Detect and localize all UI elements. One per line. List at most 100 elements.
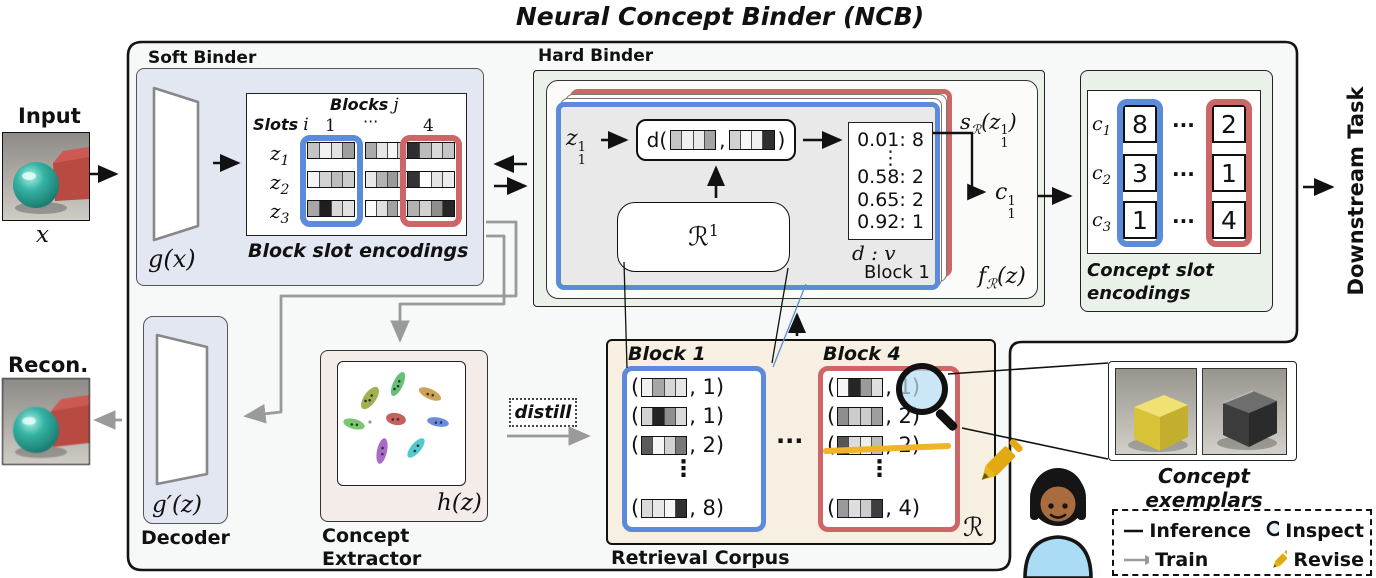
c-row-label: c1 xyxy=(1092,113,1112,139)
extractor-label: Concept Extractor xyxy=(322,525,422,570)
page-title: Neural Concept Binder (NCB) xyxy=(515,2,925,31)
grid-strip xyxy=(307,200,355,217)
corpus-entry: (, 1) xyxy=(631,375,725,399)
blocks-word: Blocks xyxy=(330,95,389,114)
legend-box: Inference Inspect Train Revise xyxy=(1112,509,1372,576)
concept-exemplars-caption: Concept exemplars xyxy=(1145,464,1263,512)
score-line: 0.01: 8 xyxy=(857,128,924,151)
exemplar-gray-cube xyxy=(1202,368,1287,455)
inspect-magnifier-icon xyxy=(1266,520,1280,536)
c-row-label: c3 xyxy=(1092,209,1112,235)
legend-revise-label: Revise xyxy=(1293,548,1364,571)
grid-row-label: z1 xyxy=(270,141,290,169)
magnifier-lens xyxy=(896,363,948,415)
extractor-plot xyxy=(337,361,466,486)
inspect-magnifier xyxy=(896,363,966,435)
inference-arrow-icon xyxy=(1124,529,1144,532)
grid-strip xyxy=(407,200,455,217)
corpus-block1-label: Block 1 xyxy=(628,343,706,365)
concept-value: 1 xyxy=(1123,201,1157,239)
d-comma: , xyxy=(719,128,726,152)
face xyxy=(1037,483,1079,525)
decoder-trapezoid xyxy=(155,333,209,486)
d-strip-prototype xyxy=(728,130,775,150)
legend-row-1: Inference Inspect xyxy=(1122,519,1364,543)
grid-col-4: 4 xyxy=(423,116,434,136)
decoder-var: g′(z) xyxy=(152,492,203,518)
concept-value: 8 xyxy=(1123,105,1157,143)
distance-function-box: d( , ) xyxy=(636,119,796,161)
slots-var: i xyxy=(303,115,309,135)
corpus-entry: (, 2) xyxy=(631,433,725,457)
c-row-label: c2 xyxy=(1092,162,1112,188)
concept-dots: ··· xyxy=(1172,209,1195,233)
score-list-box: 0.01: 8 ⋮ 0.58: 2 0.65: 2 0.92: 1 xyxy=(848,122,933,240)
grid-strip xyxy=(307,142,355,159)
grid-strip xyxy=(407,171,455,188)
eye xyxy=(1048,503,1054,509)
decoder-label: Decoder xyxy=(141,527,230,549)
teal-sphere xyxy=(13,162,59,208)
corpus-entry-revised: (, 2) xyxy=(827,433,921,457)
r1-symbol: ℛ xyxy=(688,222,709,253)
retrieval-corpus-title: Retrieval Corpus xyxy=(611,547,790,569)
corpus-entry: (, 8) xyxy=(631,496,725,520)
smile xyxy=(1049,513,1067,519)
input-label: Input xyxy=(18,104,81,128)
eye xyxy=(1062,503,1068,509)
blocks-var: j xyxy=(393,95,399,115)
revise-pencil-legend-icon xyxy=(1273,549,1288,568)
block-slot-caption: Block slot encodings xyxy=(248,240,469,262)
user-avatar xyxy=(1023,468,1093,578)
corpus-r-symbol: ℛ xyxy=(963,513,984,543)
corpus-entry: (, 1) xyxy=(827,375,920,399)
grid-col-1: 1 xyxy=(325,116,336,136)
concept-value: 1 xyxy=(1212,154,1246,192)
concept-dots: ··· xyxy=(1172,162,1195,186)
f-label: fℛ(z) xyxy=(978,264,1026,293)
corpus-dots: ··· xyxy=(776,427,804,455)
score-line: 0.92: 1 xyxy=(857,211,924,233)
concept-block1-highlight xyxy=(1117,99,1163,247)
soft-binder-title: Soft Binder xyxy=(148,48,257,68)
cluster-scatter xyxy=(343,372,449,464)
d-open: d( xyxy=(646,128,668,152)
red-cube-front xyxy=(53,157,89,201)
legend-train-label: Train xyxy=(1155,548,1209,571)
grid-col-dots: ··· xyxy=(363,112,379,131)
legend-inference-label: Inference xyxy=(1149,519,1252,542)
revise-pencil-icon xyxy=(981,439,1023,480)
distill-label: distill xyxy=(509,398,577,427)
concept-encodings-caption: Concept slot encodings xyxy=(1087,260,1214,304)
block4-highlight xyxy=(400,135,462,227)
grid-blocks-header: Blocks j xyxy=(330,95,399,115)
retrieval-r1-box: ℛ1 xyxy=(617,202,790,272)
corpus-vdots: ⋮ xyxy=(672,456,695,482)
score-line: 0.58: 2 xyxy=(857,166,924,189)
legend-inspect-label: Inspect xyxy=(1285,519,1364,542)
red-cube-top xyxy=(53,147,89,163)
recon-image xyxy=(2,378,90,465)
encoder-label: g(x) xyxy=(148,245,196,273)
grid-slots-header: Slots i xyxy=(253,115,309,135)
concept-value: 4 xyxy=(1212,201,1246,239)
concept-dots: ··· xyxy=(1172,113,1195,137)
d-close: ) xyxy=(777,128,786,152)
slots-word: Slots xyxy=(253,115,299,134)
concept-value: 2 xyxy=(1212,105,1246,143)
corpus-entry: (, 4) xyxy=(827,496,921,520)
grid-row-label: z3 xyxy=(270,199,290,227)
block1-highlight xyxy=(300,135,363,227)
grid-row-label: z2 xyxy=(270,170,290,198)
shirt xyxy=(1023,535,1093,578)
corpus-entry: (, 1) xyxy=(631,404,725,428)
score-vdots: ⋮ xyxy=(881,147,900,169)
block1-card-label: Block 1 xyxy=(864,262,930,283)
concept-value: 3 xyxy=(1123,154,1157,192)
corpus-block4-label: Block 4 xyxy=(823,343,901,365)
magnifier-handle xyxy=(934,407,959,433)
input-image xyxy=(2,132,90,221)
hard-binder-title: Hard Binder xyxy=(538,46,654,66)
